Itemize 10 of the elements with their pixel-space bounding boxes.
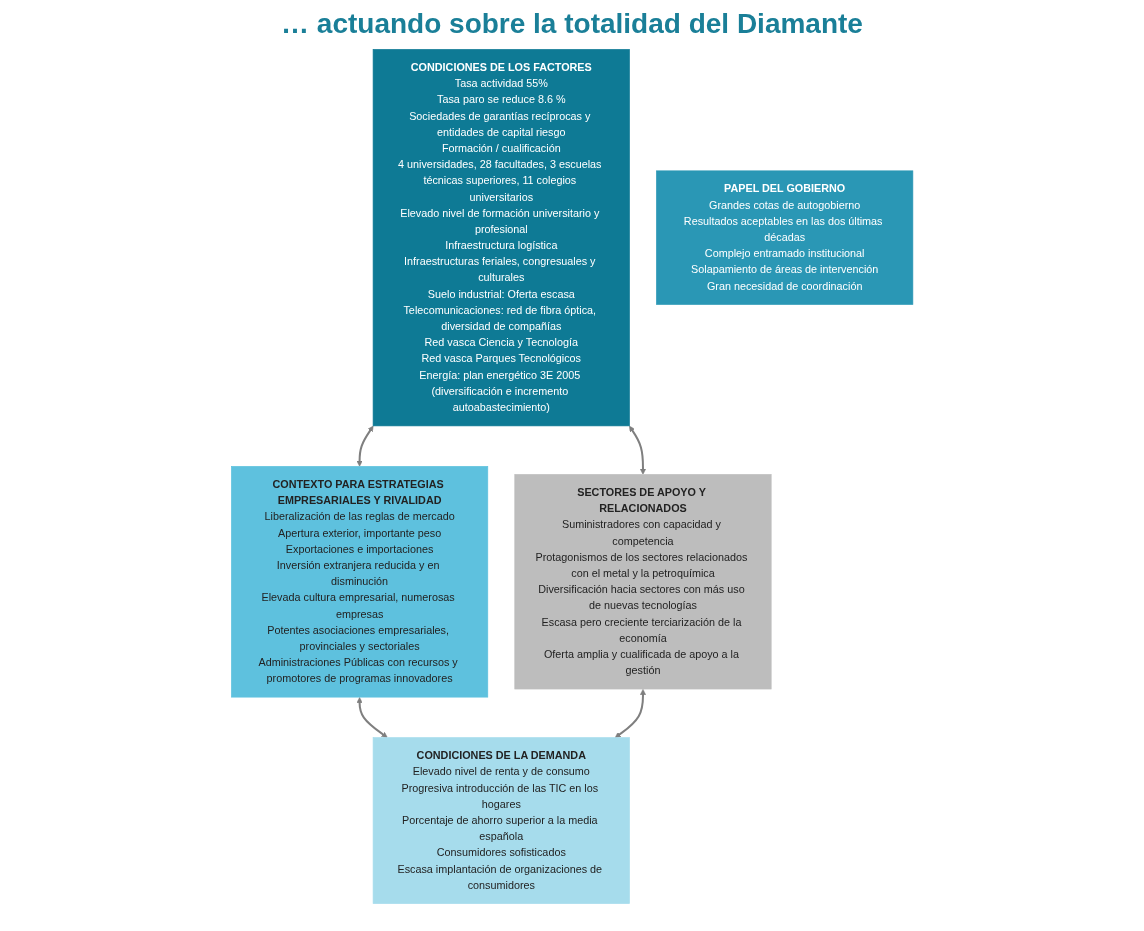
node-box: PAPEL DEL GOBIERNO Grandes cotas de autogobierno Resultados aceptables en las dos últimas décadas Complejo entramado institucional Solapamiento de áreas de intervención Gran necesidad de coordinación xyxy=(656,170,914,305)
arrow xyxy=(356,697,388,738)
node-box: CONDICIONES DE LOS FACTORES Tasa actividad 55% Tasa paro se reduce 8.6 % Sociedades de garantías recíprocas y entidades de capital riesgo Formación / cualificación 4 universidades, 28 facultades, 3 escuelas técnicas superiores, 11 colegios universitarios Elevado nivel de formación universitario y profesional Infraestructura logística Infraestructuras feriales, congresuales y culturales Suelo industrial: Oferta escasa Telecomunicaciones: red de fibra óptica, diversidad de compañías Red vasca Ciencia y Tecnología Red vasca Parques Tecnológicos Energía: plan energético 3E 2005 (diversificación e incremento autoabastecimiento) xyxy=(372,49,630,427)
node-box: CONDICIONES DE LA DEMANDA Elevado nivel de renta y de consumo Progresiva introducción de las TIC en los hogares Porcentaje de ahorro superior a la media española Consumidores sofisticados Escasa implantación de organizaciones de consumidores xyxy=(372,737,630,904)
node-box: SECTORES DE APOYO Y RELACIONADOS Suministradores con capacidad y competencia Protagonismos de los sectores relacionados con el metal y la petroquímica Diversificación hacia sectores con más uso de nuevas tecnologías Escasa pero creciente terciarización de la economía Oferta amplia y cualificada de apoyo a la gestión xyxy=(514,474,772,690)
arrow xyxy=(628,425,646,475)
diagram-title: … actuando sobre la totalidad del Diamante xyxy=(280,8,864,40)
arrow xyxy=(614,689,646,738)
node-box: CONTEXTO PARA ESTRATEGIAS EMPRESARIALES Y RIVALIDAD Liberalización de las reglas de mercado Apertura exterior, importante peso Exportaciones e importaciones Inversión extranjera reducida y en disminución Elevada cultura empresarial, numerosas empresas Potentes asociaciones empresariales, provinciales y sectoriales Administraciones Públicas con recursos y promotores de programas innovadores xyxy=(230,466,488,698)
arrow xyxy=(356,425,374,467)
